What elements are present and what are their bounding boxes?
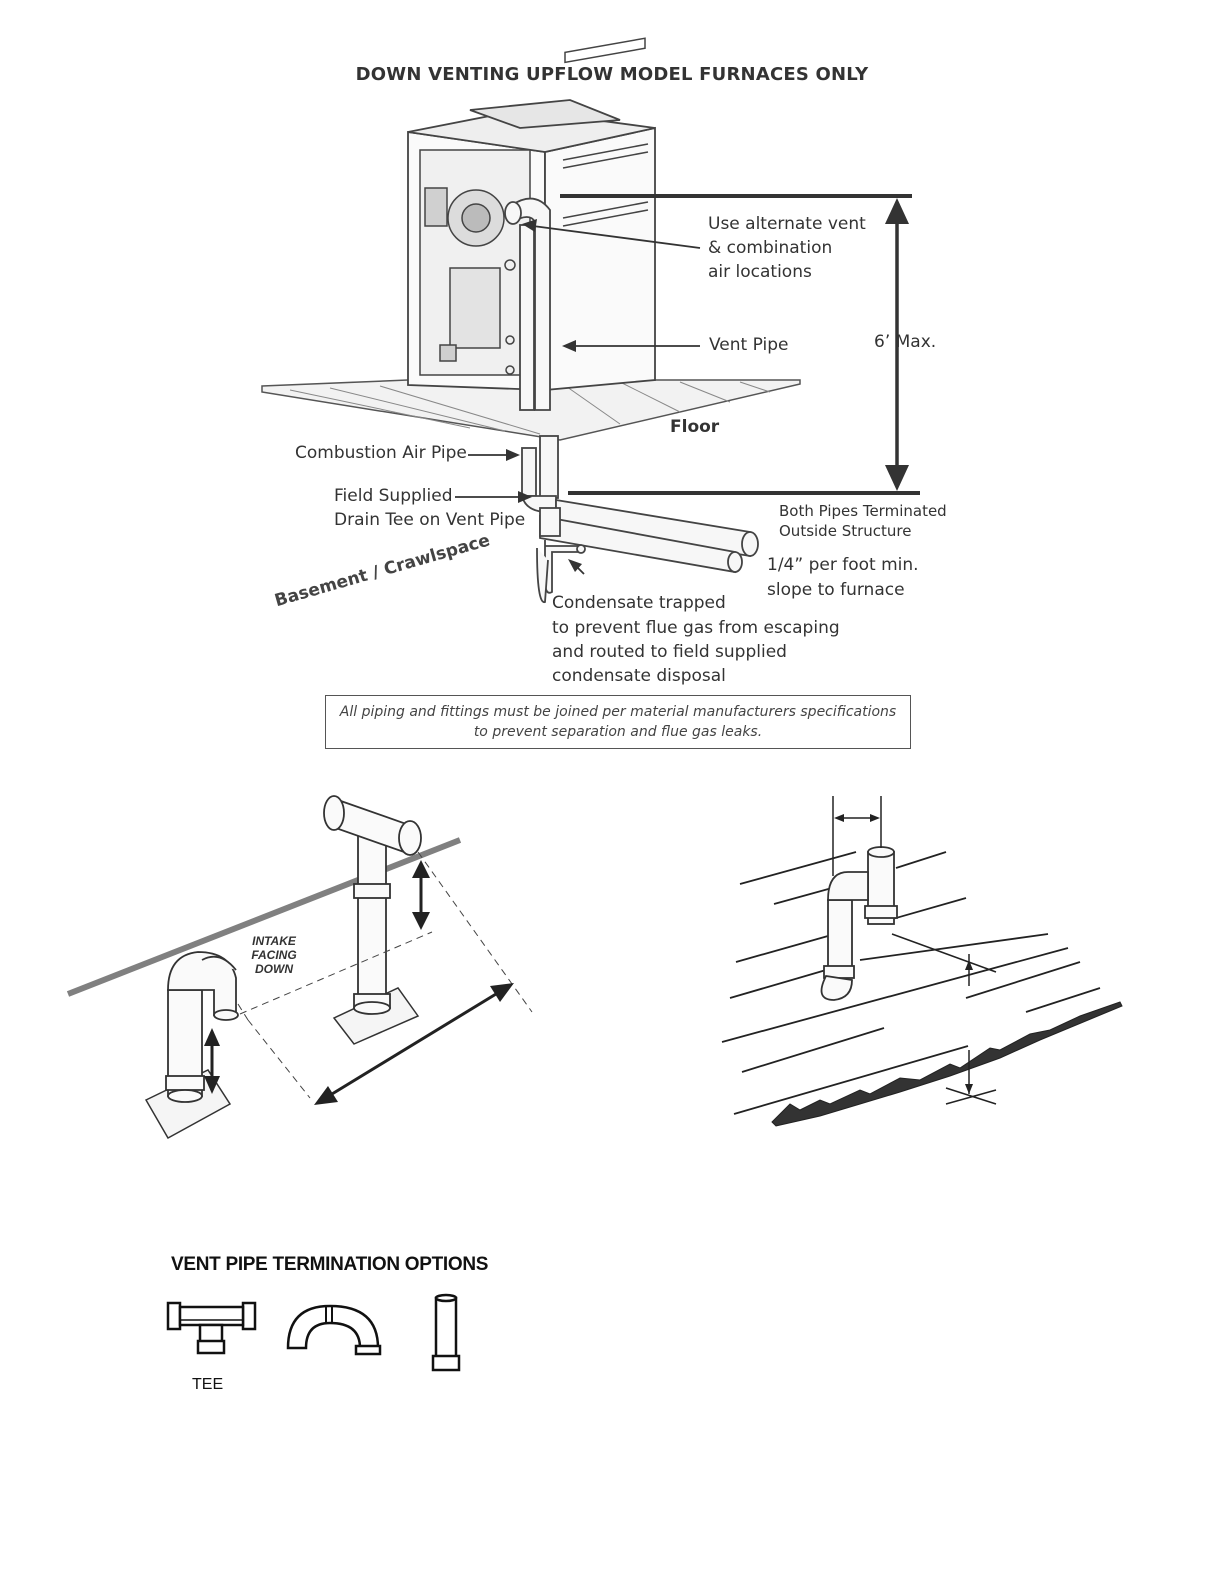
roof-line <box>66 837 462 997</box>
alt-vent-label-line1: Use alternate vent <box>708 214 866 234</box>
grade-line <box>771 1001 1123 1127</box>
terminated-label-line1: Both Pipes Terminated <box>779 502 947 520</box>
intake-line1: INTAKE <box>252 934 296 948</box>
alt-vent-label-line2: & combination <box>708 238 833 258</box>
slope-label-line1: 1/4” per foot min. <box>767 555 919 575</box>
drain-tee-label-line2: Drain Tee on Vent Pipe <box>334 510 526 530</box>
tee-label: TEE <box>192 1376 224 1393</box>
pipes-below-floor <box>520 435 759 603</box>
note-line2: to prevent separation and flue gas leaks… <box>473 724 763 740</box>
intake-line3: DOWN <box>255 962 293 976</box>
cabinet-details <box>419 37 649 376</box>
alt-vent-label-line3: air locations <box>708 262 812 282</box>
slope-label-line2: slope to furnace <box>767 580 905 600</box>
callout-arrows <box>455 219 701 575</box>
elbow-fitting-icon <box>286 1304 382 1356</box>
floor-label: Floor <box>670 417 720 437</box>
tee-fitting-icon <box>166 1301 257 1355</box>
condensate-label-line4: condensate disposal <box>552 666 726 686</box>
vent-pipe-upper <box>504 197 551 411</box>
diagram-title: DOWN VENTING UPFLOW MODEL FURNACES ONLY <box>355 64 869 85</box>
sidewall-pipes <box>820 846 898 1001</box>
condensate-label-line2: to prevent flue gas from escaping <box>552 618 840 638</box>
intake-line2: FACING <box>251 948 297 962</box>
vent-pipe-label: Vent Pipe <box>709 335 789 355</box>
roof-dimension-arrows <box>204 860 514 1105</box>
condensate-label-line3: and routed to field supplied <box>552 642 787 662</box>
combustion-air-pipe-label: Combustion Air Pipe <box>295 443 467 463</box>
sidewall-dimensions <box>832 796 997 1105</box>
joining-note-box: All piping and fittings must be joined p… <box>325 695 911 749</box>
height-dimension <box>560 194 920 495</box>
reference-lines <box>237 851 533 1099</box>
floor-boards <box>289 381 771 435</box>
intake-facing-down-label: INTAKE FACING DOWN <box>238 934 310 976</box>
intake-elbow-pipe <box>165 951 239 1103</box>
max-height-label: 6’ Max. <box>874 332 937 352</box>
condensate-label-line1: Condensate trapped <box>552 593 726 613</box>
drain-tee-label-line1: Field Supplied <box>334 486 453 506</box>
terminated-label-line2: Outside Structure <box>779 522 912 540</box>
straight-pipe-icon <box>431 1293 461 1372</box>
note-line1: All piping and fittings must be joined p… <box>339 704 897 720</box>
exhaust-tee-pipe <box>323 795 422 1015</box>
termination-options-title: VENT PIPE TERMINATION OPTIONS <box>171 1254 489 1275</box>
